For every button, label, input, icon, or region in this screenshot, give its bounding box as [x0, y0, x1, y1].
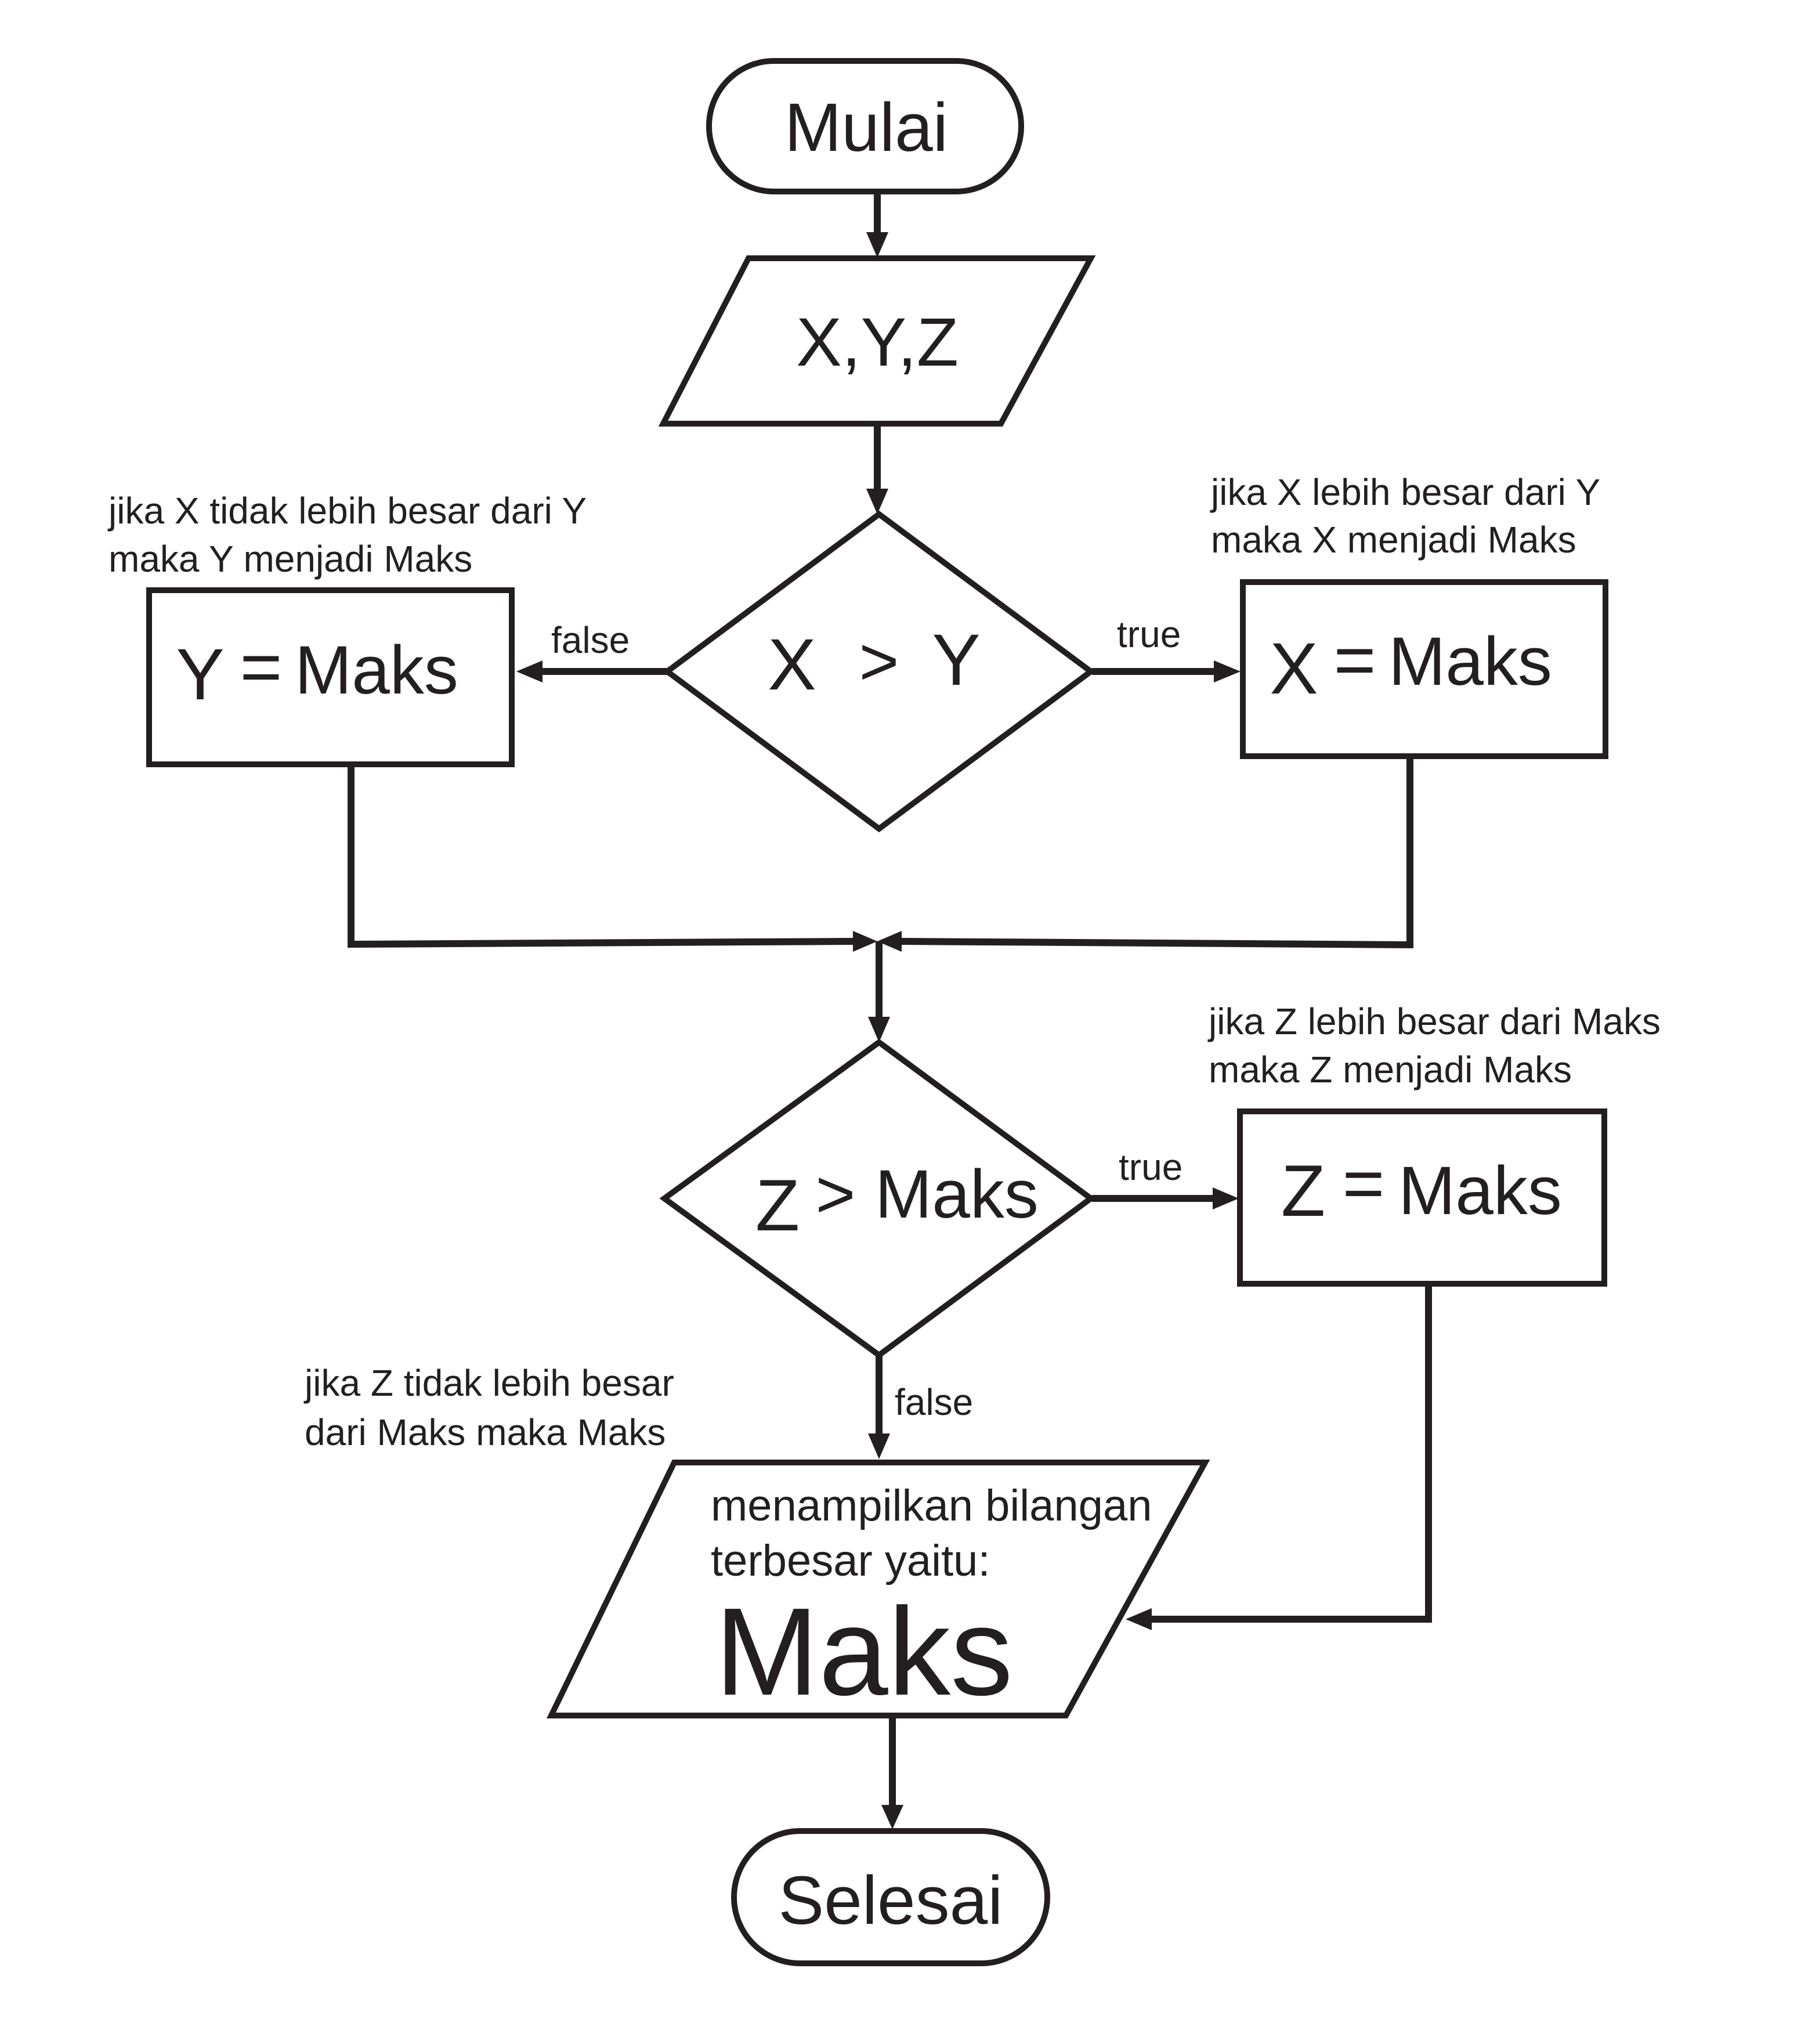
edge-y-merge [348, 766, 856, 948]
edge-z-output [1150, 1285, 1432, 1623]
note-z-max-line2: maka Z menjadi Maks [1209, 1049, 1572, 1090]
arrowhead [1213, 1187, 1239, 1209]
note-x-max-line1: jika X lebih besar dari Y [1210, 471, 1600, 513]
output-line2: terbesar yaitu: [711, 1536, 990, 1586]
edge-label-d1-false: false [551, 619, 630, 661]
connectors [348, 194, 1432, 1829]
note-z-not-max-line1: jika Z tidak lebih besar [303, 1362, 674, 1404]
decision1-label-op: > [859, 623, 899, 700]
arrowhead [1126, 1608, 1152, 1630]
assign-z-box [1237, 1108, 1607, 1287]
arrowhead [853, 931, 877, 952]
arrowhead [866, 489, 888, 514]
arrowhead [1214, 660, 1241, 682]
start-label: Mulai [784, 89, 948, 166]
note-y-max-line2: maka Y menjadi Maks [109, 538, 472, 580]
output-line1: menampilkan bilangan [711, 1481, 1152, 1530]
decision1-label-left: X [768, 624, 816, 705]
decision2-label-op: > [816, 1156, 856, 1233]
output-value: Maks [715, 1581, 1013, 1721]
input-parallelogram [658, 255, 1096, 427]
note-z-not-max-line2: dari Maks maka Maks [305, 1411, 666, 1453]
edge-x-merge [899, 759, 1413, 949]
assign-z-var: Z [1281, 1151, 1325, 1232]
end-terminal [731, 1828, 1050, 1966]
arrowhead [868, 1017, 890, 1042]
end-label: Selesai [778, 1862, 1003, 1939]
decision2-label-right: Maks [875, 1156, 1039, 1233]
decision2-diamond [659, 1038, 1096, 1359]
note-x-max-line2: maka X menjadi Maks [1211, 519, 1576, 561]
arrowhead [868, 1433, 890, 1459]
note-y-max-line1: jika X tidak lebih besar dari Y [107, 490, 587, 532]
assign-x-value: Maks [1388, 623, 1552, 700]
assign-y-box [146, 587, 515, 767]
assign-x-var: X [1270, 629, 1318, 709]
edge-label-d1-true: true [1117, 613, 1181, 655]
arrowhead [866, 232, 888, 258]
decision1-diamond [662, 510, 1096, 833]
assign-y-value: Maks [295, 632, 458, 709]
assign-x-box [1240, 579, 1608, 759]
decision1-label-right: Y [932, 620, 980, 700]
arrowhead [877, 931, 902, 952]
assign-y-eq: = [240, 627, 283, 707]
arrowhead [516, 660, 543, 682]
start-terminal [706, 58, 1024, 194]
edge-label-d2-true: true [1119, 1146, 1182, 1188]
assign-z-eq: = [1343, 1143, 1385, 1224]
input-label: X,Y,Z [796, 304, 959, 381]
decision2-label-left: Z [755, 1165, 800, 1246]
assign-y-var: Y [176, 634, 224, 715]
assign-x-eq: = [1334, 620, 1376, 700]
assign-z-value: Maks [1398, 1153, 1562, 1229]
arrowhead [881, 1805, 903, 1829]
edge-label-d2-false: false [895, 1381, 973, 1423]
output-parallelogram [547, 1460, 1210, 1718]
note-z-max-line1: jika Z lebih besar dari Maks [1207, 1001, 1661, 1042]
